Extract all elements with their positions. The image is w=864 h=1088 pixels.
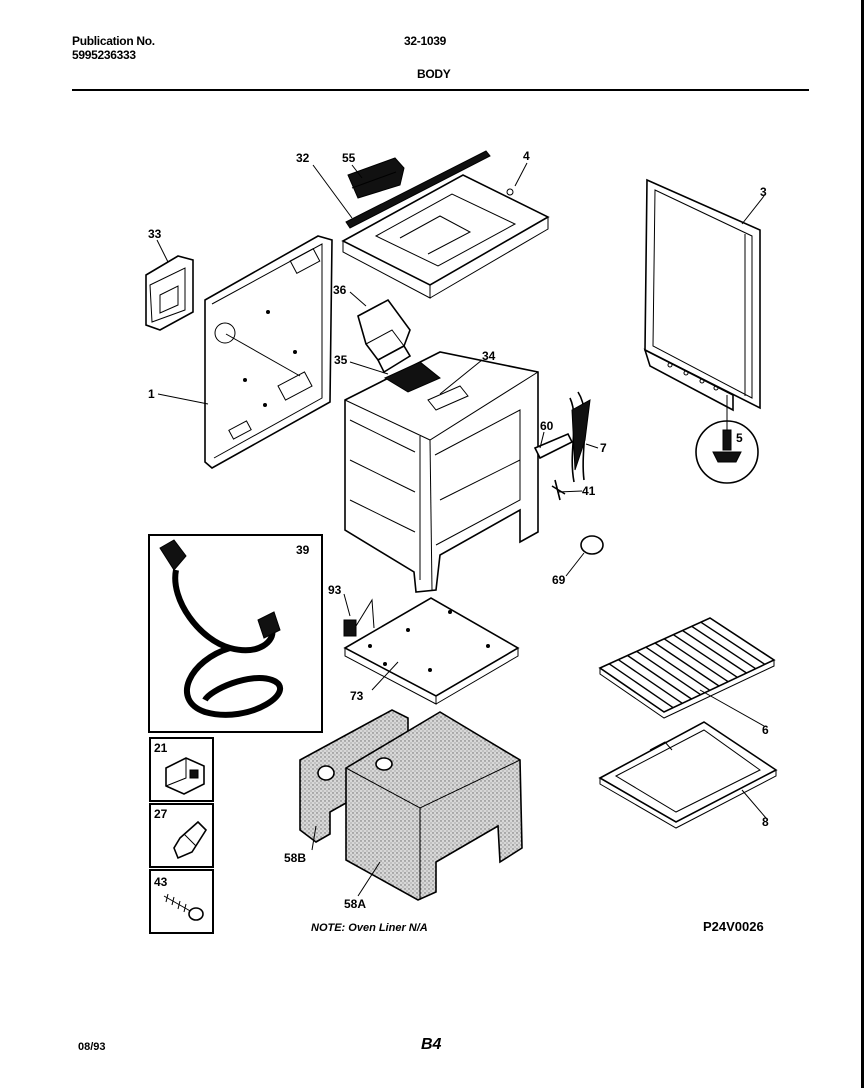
label-39: 39 <box>296 543 310 557</box>
label-3: 3 <box>760 185 767 199</box>
part-58a-insulation <box>345 711 523 901</box>
revision-date: 08/93 <box>78 1041 106 1053</box>
part-36-vent-duct <box>357 298 412 374</box>
header-rule <box>72 89 809 91</box>
rack-bar <box>617 659 683 704</box>
part-73-bottom-plate <box>343 597 520 705</box>
part-5-leveling-leg <box>695 395 759 484</box>
part-6-oven-rack <box>598 617 776 719</box>
leader-lines <box>156 162 767 897</box>
rack-bar <box>672 634 738 678</box>
label-8: 8 <box>762 815 769 829</box>
oven-liner-note: NOTE: Oven Liner N/A <box>311 922 428 934</box>
rack-bar <box>700 621 766 665</box>
page-number: B4 <box>421 1036 442 1053</box>
label-58a: 58A <box>344 897 366 911</box>
rack-bar <box>627 654 692 700</box>
label-4: 4 <box>523 149 530 163</box>
rack-bar <box>654 642 720 687</box>
part-41-clip <box>551 479 566 501</box>
oven-body-frame <box>344 351 539 593</box>
label-55: 55 <box>342 151 356 165</box>
label-34: 34 <box>482 349 496 363</box>
label-21: 21 <box>154 741 168 755</box>
publication-label: Publication No. <box>72 34 155 48</box>
label-7: 7 <box>600 441 607 455</box>
part-21-box <box>149 737 214 802</box>
part-8-broiler-pan <box>598 721 778 829</box>
rack-bar <box>636 650 702 696</box>
part-39-power-cord <box>148 534 323 733</box>
part-43-box <box>149 869 214 934</box>
part-7-hinge <box>569 391 591 483</box>
part-32-strip <box>345 150 491 229</box>
part-4-top-tray <box>341 174 550 299</box>
label-1: 1 <box>148 387 155 401</box>
rack-bar <box>645 646 711 691</box>
part-3-panel <box>643 178 761 412</box>
label-93: 93 <box>328 583 342 597</box>
rack-bar <box>691 625 757 670</box>
part-93-switch <box>343 598 375 637</box>
part-60-bracket <box>533 432 574 460</box>
label-60: 60 <box>540 419 554 433</box>
label-6: 6 <box>762 723 769 737</box>
label-32: 32 <box>296 151 310 165</box>
part-1-back-panel <box>204 235 333 469</box>
rack-bar <box>682 629 747 674</box>
part-labels: 32 55 4 3 33 36 35 34 1 5 60 7 41 69 39 … <box>148 149 769 911</box>
part-69-plug <box>580 535 604 555</box>
label-41: 41 <box>582 484 596 498</box>
label-36: 36 <box>333 283 347 297</box>
label-33: 33 <box>148 227 162 241</box>
publication-number: 5995236333 <box>72 48 136 62</box>
label-27: 27 <box>154 807 168 821</box>
part-55-vent-trim <box>347 157 405 199</box>
label-43: 43 <box>154 875 168 889</box>
diagram-code: P24V0026 <box>703 919 764 934</box>
label-58b: 58B <box>284 851 306 865</box>
page-border <box>861 0 864 1088</box>
label-69: 69 <box>552 573 566 587</box>
part-27-box <box>149 803 214 868</box>
label-73: 73 <box>350 689 364 703</box>
rack-bar <box>608 663 674 709</box>
document-number: 32-1039 <box>404 34 446 48</box>
section-title: BODY <box>417 67 451 81</box>
part-33-junction-box <box>145 255 194 331</box>
rack-bar <box>663 638 729 683</box>
label-35: 35 <box>334 353 348 367</box>
label-5: 5 <box>736 431 743 445</box>
